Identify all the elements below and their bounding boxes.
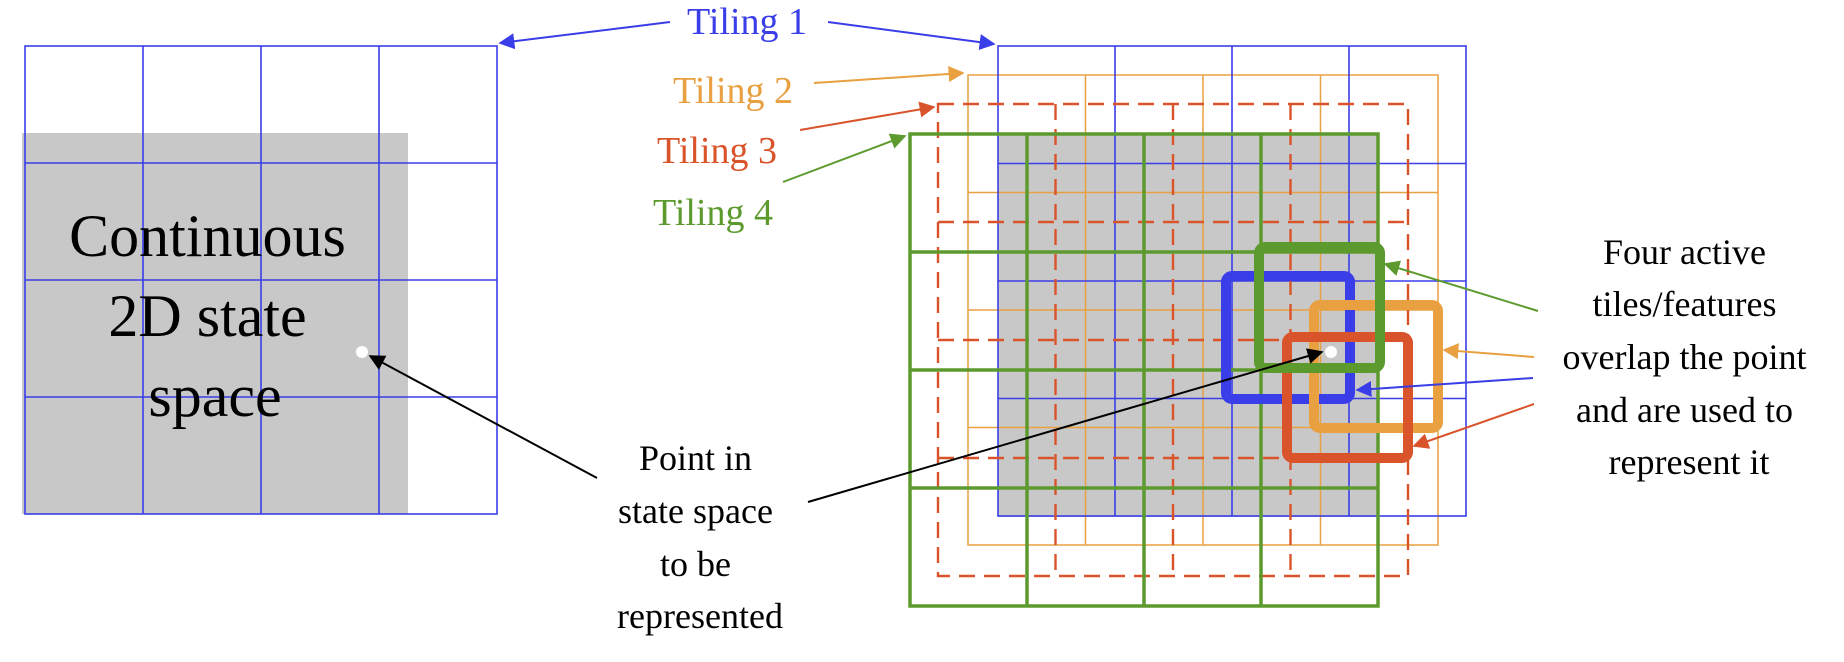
active-arrow-red — [1412, 403, 1535, 449]
active-arrow-orange — [1442, 343, 1535, 360]
active-line-5: represent it — [1609, 442, 1770, 482]
point-line-1: Point in — [639, 438, 752, 478]
point-arrow-right — [807, 348, 1324, 503]
state-space-area — [22, 133, 408, 514]
tiling-3-arrow — [799, 101, 936, 131]
point-line-4: represented — [617, 596, 783, 636]
active-line-4: and are used to — [1576, 390, 1793, 430]
tiling-4-arrow — [782, 133, 907, 183]
active-line-1: Four active — [1603, 232, 1766, 272]
state-space-line-3: space — [148, 363, 281, 429]
tiling-1-arrow-left — [498, 21, 671, 50]
tiling-2-label: Tiling 2 — [673, 70, 793, 112]
active-tile-4 — [1254, 242, 1385, 373]
point-marker-right — [1325, 346, 1337, 358]
right-panel — [908, 45, 1467, 608]
tiling-1-label: Tiling 1 — [687, 1, 807, 43]
active-arrow-green — [1383, 260, 1539, 312]
left-tiling-grid — [24, 45, 498, 515]
tiling-2-arrow — [813, 65, 965, 84]
state-space-line-1: Continuous — [69, 203, 346, 269]
active-line-2: tiles/features — [1593, 284, 1777, 324]
active-tile-3 — [1282, 332, 1413, 463]
point-annotation: Point in state space to be represented — [368, 348, 1324, 636]
tiling-1-arrow-right — [827, 21, 996, 51]
point-label: Point in state space to be represented — [617, 438, 783, 636]
point-line-2: state space — [618, 491, 773, 531]
active-line-3: overlap the point — [1563, 337, 1807, 377]
active-tiles-label: Four active tiles/features overlap the p… — [1563, 232, 1816, 482]
active-tiles-annotation: Four active tiles/features overlap the p… — [1355, 232, 1816, 482]
active-arrow-blue — [1355, 377, 1534, 398]
point-line-3: to be — [660, 544, 731, 584]
point-marker-left — [356, 346, 368, 358]
point-arrow-left — [368, 355, 598, 479]
tiling-labels: Tiling 1 Tiling 2 Tiling 3 Tiling 4 — [498, 1, 996, 234]
tiling-4-label: Tiling 4 — [653, 192, 773, 234]
state-space-label: Continuous 2D state space — [69, 203, 361, 429]
state-space-line-2: 2D state — [108, 283, 306, 349]
tiling-3-label: Tiling 3 — [657, 130, 777, 172]
left-panel: Continuous 2D state space — [22, 45, 498, 515]
